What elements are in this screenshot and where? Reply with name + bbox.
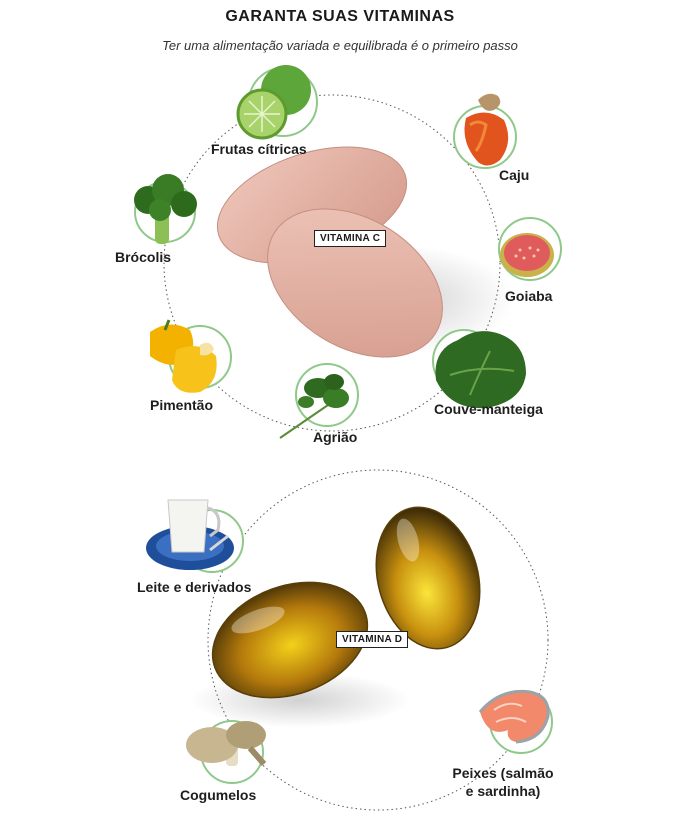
salmon-steak-icon [478, 689, 550, 744]
vitamin-c-pill-illustration [216, 146, 515, 358]
collard-greens-icon [435, 331, 526, 409]
label-caju: Caju [499, 167, 530, 183]
vitamin-d-capsule-illustration [190, 506, 481, 728]
cashew-fruit-icon [464, 93, 509, 166]
label-goiaba: Goiaba [505, 288, 553, 304]
broccoli-icon [134, 174, 197, 244]
watercress-icon [279, 374, 349, 439]
label-pimentao: Pimentão [150, 397, 214, 413]
label-couve-manteiga: Couve-manteiga [434, 401, 543, 417]
vitamin-c-tag: VITAMINA C [314, 230, 387, 247]
milk-jug-icon [146, 499, 234, 570]
vitamin-c-orbit [163, 94, 501, 432]
label-peixes-line-2: e sardinha) [465, 783, 541, 799]
lime-icon [236, 65, 311, 140]
label-cogumelos: Cogumelos [180, 787, 257, 803]
mushroom-icon [186, 721, 267, 766]
label-frutas-citricas: Frutas cítricas [211, 141, 307, 157]
label-brocolis: Brócolis [115, 249, 172, 265]
vitamin-d-tag: VITAMINA D [336, 631, 409, 648]
page-title: GARANTA SUAS VITAMINAS [225, 8, 455, 25]
label-peixes-line-1: Peixes (salmão [452, 765, 554, 781]
label-leite: Leite e derivados [137, 579, 252, 595]
page-subtitle: Ter uma alimentação variada e equilibrad… [162, 38, 518, 53]
label-agriao: Agrião [313, 429, 358, 445]
vitamin-d-orbit [207, 469, 549, 811]
bell-pepper-icon [150, 319, 217, 393]
guava-icon [500, 233, 554, 277]
